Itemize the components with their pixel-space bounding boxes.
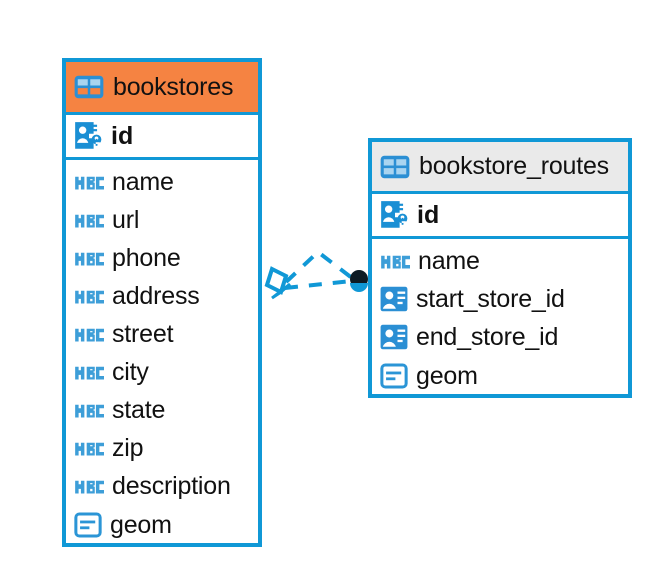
abc-text-icon bbox=[381, 255, 410, 269]
crows-foot-marker bbox=[264, 266, 291, 300]
field-row[interactable]: geom bbox=[66, 505, 258, 545]
entity-header-bookstore-routes[interactable]: bookstore_routes bbox=[372, 142, 628, 191]
field-row[interactable]: name bbox=[66, 163, 258, 201]
field-row[interactable]: zip bbox=[66, 429, 258, 467]
abc-text-icon bbox=[75, 252, 104, 266]
field-row[interactable]: city bbox=[66, 353, 258, 391]
field-row[interactable]: state bbox=[66, 391, 258, 429]
field-label: zip bbox=[112, 433, 144, 462]
primary-key-icon bbox=[381, 201, 408, 228]
field-list-bookstore-routes: name start_store_id bbox=[372, 239, 628, 396]
field-label: name bbox=[418, 246, 480, 275]
entity-header-bookstores[interactable]: bookstores bbox=[66, 62, 258, 112]
field-label: street bbox=[112, 319, 174, 348]
field-label: name bbox=[112, 167, 174, 196]
foreign-key-icon bbox=[380, 324, 408, 350]
field-label: city bbox=[112, 357, 149, 386]
field-label: url bbox=[112, 205, 140, 234]
field-row[interactable]: phone bbox=[66, 239, 258, 277]
field-row[interactable]: address bbox=[66, 277, 258, 315]
field-label: address bbox=[112, 281, 200, 310]
field-label: state bbox=[112, 395, 166, 424]
abc-text-icon bbox=[75, 366, 104, 380]
entity-bookstore-routes[interactable]: bookstore_routes id name bbox=[368, 138, 632, 398]
abc-text-icon bbox=[75, 480, 104, 494]
abc-text-icon bbox=[75, 442, 104, 456]
field-label: phone bbox=[112, 243, 181, 272]
field-label: end_store_id bbox=[416, 322, 559, 351]
field-label: start_store_id bbox=[416, 284, 565, 313]
field-label: geom bbox=[416, 361, 478, 390]
primary-key-row-bookstore-routes[interactable]: id bbox=[372, 191, 628, 239]
abc-text-icon bbox=[75, 214, 104, 228]
abc-text-icon bbox=[75, 404, 104, 418]
field-label: geom bbox=[110, 510, 172, 539]
entity-bookstores[interactable]: bookstores id name bbox=[62, 58, 262, 547]
primary-key-label-bookstores: id bbox=[111, 121, 134, 150]
field-row[interactable]: end_store_id bbox=[372, 318, 628, 356]
primary-key-label-bookstore-routes: id bbox=[417, 200, 440, 229]
field-row[interactable]: geom bbox=[372, 356, 628, 396]
relationship-line-lower bbox=[284, 279, 353, 290]
entity-name-bookstores: bookstores bbox=[113, 72, 234, 101]
abc-text-icon bbox=[75, 290, 104, 304]
abc-text-icon bbox=[75, 328, 104, 342]
foreign-key-icon bbox=[380, 286, 408, 312]
primary-key-icon bbox=[75, 122, 102, 149]
field-row[interactable]: name bbox=[372, 242, 628, 280]
field-row[interactable]: street bbox=[66, 315, 258, 353]
field-label: description bbox=[112, 471, 231, 500]
abc-text-icon bbox=[75, 176, 104, 190]
filled-circle-marker bbox=[350, 270, 368, 292]
geometry-icon bbox=[74, 512, 102, 538]
field-row[interactable]: start_store_id bbox=[372, 280, 628, 318]
relationship-line-upper bbox=[284, 249, 354, 284]
field-row[interactable]: url bbox=[66, 201, 258, 239]
table-grid-icon bbox=[380, 155, 410, 178]
entity-name-bookstore-routes: bookstore_routes bbox=[419, 152, 609, 180]
geometry-icon bbox=[380, 363, 408, 389]
field-list-bookstores: name url phone address bbox=[66, 160, 258, 545]
primary-key-row-bookstores[interactable]: id bbox=[66, 112, 258, 160]
field-row[interactable]: description bbox=[66, 467, 258, 505]
table-grid-icon bbox=[74, 75, 104, 99]
